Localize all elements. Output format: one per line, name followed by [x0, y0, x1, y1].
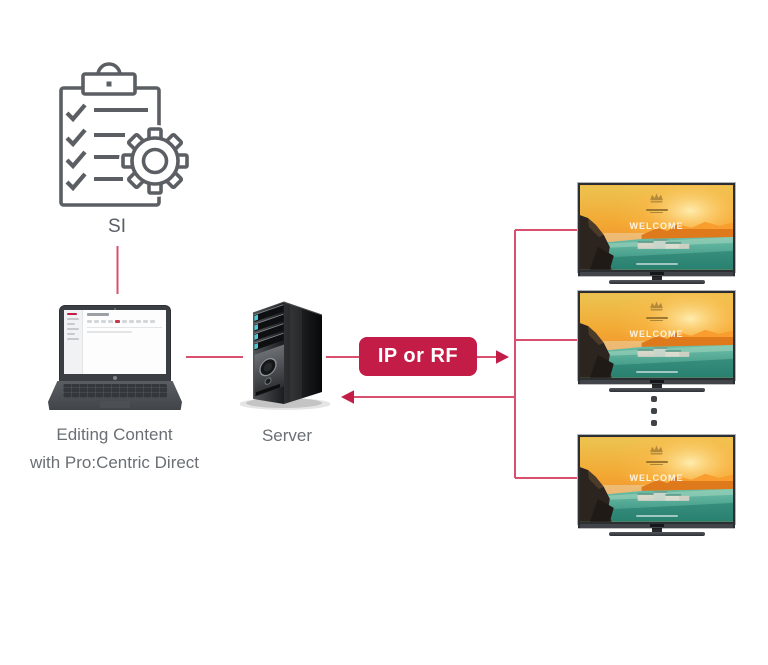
- tv-stand-neck: [651, 528, 662, 532]
- screen-menu-bar: [635, 262, 678, 265]
- welcome-text: WELCOME: [629, 221, 684, 231]
- laptop-base: [48, 381, 182, 410]
- crown-logo-icon: [580, 190, 733, 213]
- tv-bezel-chin: [578, 524, 735, 528]
- tv-display-1: WELCOME: [578, 183, 735, 284]
- tv-stand-base: [608, 388, 705, 392]
- server-label: Server: [261, 426, 313, 445]
- tv-bezel-chin: [578, 380, 735, 384]
- gear-icon: [119, 125, 191, 197]
- arrow-left-icon: [341, 390, 354, 404]
- server-tower-icon: [240, 301, 330, 410]
- si-label: SI: [108, 216, 126, 237]
- webcam-icon: [114, 307, 116, 310]
- laptop-screen-editor-ui: [64, 310, 166, 374]
- server-sheen: [290, 304, 302, 402]
- server-vent: [256, 383, 280, 396]
- laptop-lid: [60, 306, 170, 382]
- server-power-button: [264, 377, 272, 385]
- touchpad: [100, 401, 130, 408]
- laptop-icon: [48, 306, 182, 410]
- checklist-lines: [94, 108, 148, 181]
- welcome-text: WELCOME: [629, 329, 684, 339]
- lg-logo-icon: [113, 376, 117, 380]
- welcome-text: WELCOME: [629, 473, 684, 483]
- tv-display-2: WELCOME: [578, 291, 735, 392]
- tv-stand-base: [608, 280, 705, 284]
- tv-stand-base: [608, 532, 705, 536]
- crown-logo-icon: [580, 442, 733, 465]
- tv-display-3: WELCOME: [578, 435, 735, 536]
- arrow-right-icon: [496, 350, 509, 364]
- tv-stand-neck: [651, 384, 662, 388]
- checkmarks: [65, 103, 87, 192]
- tv-screen: WELCOME: [578, 435, 735, 524]
- server-top-edge: [252, 301, 323, 316]
- tv-screen: WELCOME: [578, 291, 735, 380]
- vertical-ellipsis-icon: [651, 396, 657, 432]
- crown-logo-icon: [580, 298, 733, 321]
- editor-sidebar: [64, 310, 83, 374]
- clipboard-checklist-gear-icon: [59, 62, 191, 207]
- screen-menu-bar: [635, 514, 678, 517]
- editor-canvas: [83, 310, 166, 374]
- tv-stand-neck: [651, 276, 662, 280]
- screen-menu-bar: [635, 370, 678, 373]
- editor-caption-line2: with Pro:Centric Direct: [29, 453, 200, 472]
- tv-screen: WELCOME: [578, 183, 735, 272]
- editor-caption: Editing Content with Pro:Centric Direct: [2, 421, 227, 477]
- server-knob-center: [263, 362, 273, 372]
- tv-bezel-chin: [578, 272, 735, 276]
- server-shadow: [240, 398, 330, 410]
- clipboard-clip-dot: [106, 81, 112, 87]
- drive-bays: [254, 304, 284, 351]
- keyboard: [62, 384, 168, 398]
- server-side-panel: [284, 302, 322, 404]
- server-front-detail: [254, 304, 284, 397]
- editor-caption-line1: Editing Content: [56, 425, 173, 444]
- transport-badge: IP or RF: [359, 337, 477, 376]
